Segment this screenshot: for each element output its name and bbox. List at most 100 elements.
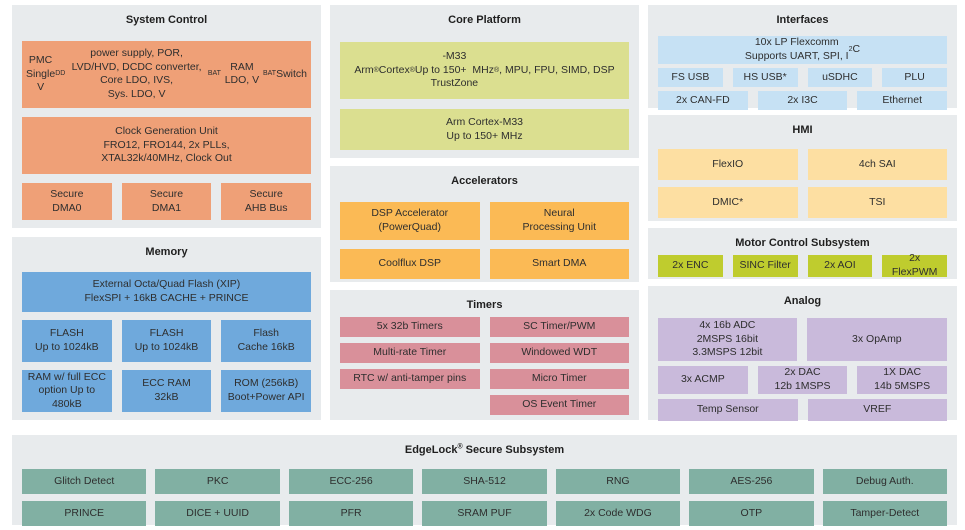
block-dac-2x: 2x DAC 12b 1MSPS xyxy=(757,366,848,394)
accelerators-title: Accelerators xyxy=(451,175,518,187)
block-rng: RNG xyxy=(555,469,681,494)
block-glitch-detect: Glitch Detect xyxy=(22,469,147,494)
block-sha-512: SHA-512 xyxy=(422,469,547,494)
block-can-fd: 2x CAN-FD xyxy=(658,91,748,110)
row-edgelock-1: Glitch Detect PKC ECC-256 SHA-512 RNG AE… xyxy=(22,469,947,494)
block-cortex-m33-secondary: Arm Cortex-M33 Up to 150+ MHz xyxy=(340,109,629,150)
block-fs-usb: FS USB xyxy=(658,68,723,87)
block-flash-1: FLASH Up to 1024kB xyxy=(22,320,112,362)
block-flexio: FlexIO xyxy=(658,149,798,180)
row-flash: FLASH Up to 1024kB FLASH Up to 1024kB Fl… xyxy=(22,320,312,362)
block-rom: ROM (256kB) Boot+Power API xyxy=(221,370,312,412)
block-sc-timer-pwm: SC Timer/PWM xyxy=(489,317,629,337)
block-powerquad: DSP Accelerator (PowerQuad) xyxy=(340,202,480,240)
panel-memory: Memory External Octa/Quad Flash (XIP) Fl… xyxy=(12,237,321,420)
block-adc: 4x 16b ADC 2MSPS 16bit 3.3MSPS 12bit xyxy=(658,318,797,361)
block-aoi: 2x AOI xyxy=(807,255,873,277)
block-ecc-ram: ECC RAM 32kB xyxy=(121,370,212,412)
hmi-title: HMI xyxy=(792,124,813,136)
block-opamp: 3x OpAmp xyxy=(806,318,947,361)
panel-motor-control: Motor Control Subsystem 2x ENC SINC Filt… xyxy=(648,228,957,279)
block-flash-2: FLASH Up to 1024kB xyxy=(121,320,212,362)
panel-accelerators: Accelerators DSP Accelerator (PowerQuad)… xyxy=(330,166,639,282)
panel-edgelock: EdgeLock® Secure Subsystem Glitch Detect… xyxy=(12,435,957,526)
block-micro-timer: Micro Timer xyxy=(489,369,629,389)
block-hs-usb: HS USB* xyxy=(732,68,798,87)
row-edgelock-2: PRINCE DICE + UUID PFR SRAM PUF 2x Code … xyxy=(22,501,947,526)
block-plu: PLU xyxy=(882,68,947,87)
edgelock-title: EdgeLock® Secure Subsystem xyxy=(404,443,565,456)
block-windowed-wdt: Windowed WDT xyxy=(489,343,629,363)
block-i3c: 2x I3C xyxy=(757,91,848,110)
block-tsi: TSI xyxy=(807,187,947,218)
analog-title: Analog xyxy=(783,295,822,307)
block-prince: PRINCE xyxy=(22,501,147,526)
row-accelerators-1: DSP Accelerator (PowerQuad) Neural Proce… xyxy=(340,202,629,240)
block-flexpwm: 2x FlexPWM xyxy=(882,252,947,278)
row-interfaces-2: 2x CAN-FD 2x I3C Ethernet xyxy=(658,91,948,110)
block-ecc-256: ECC-256 xyxy=(288,469,414,494)
block-pfr: PFR xyxy=(288,501,414,526)
block-os-event-timer: OS Event Timer xyxy=(489,395,629,415)
block-ram-ecc: RAM w/ full ECC option Up to 480kB xyxy=(22,370,112,412)
block-dice-uuid: DICE + UUID xyxy=(155,501,280,526)
block-tamper-detect: Tamper-Detect xyxy=(822,501,947,526)
block-multirate-timer: Multi-rate Timer xyxy=(340,343,480,363)
block-temp-sensor: Temp Sensor xyxy=(658,399,798,421)
block-sinc-filter: SINC Filter xyxy=(732,255,798,277)
block-npu: Neural Processing Unit xyxy=(489,202,629,240)
row-analog-3: Temp Sensor VREF xyxy=(658,399,947,421)
panel-timers: Timers 5x 32b Timers SC Timer/PWM Multi-… xyxy=(330,290,639,420)
row-hmi-2: DMIC* TSI xyxy=(658,187,947,218)
row-ram: RAM w/ full ECC option Up to 480kB ECC R… xyxy=(22,370,312,412)
block-pkc: PKC xyxy=(155,469,280,494)
row-interfaces-1: FS USB HS USB* uSDHC PLU xyxy=(658,68,947,87)
block-enc: 2x ENC xyxy=(658,255,723,277)
block-dac-1x: 1X DAC 14b 5MSPS xyxy=(857,366,948,394)
row-motor-control: 2x ENC SINC Filter 2x AOI 2x FlexPWM xyxy=(658,252,947,278)
block-aes-256: AES-256 xyxy=(689,469,814,494)
timers-title: Timers xyxy=(466,299,503,311)
row-accelerators-2: Coolflux DSP Smart DMA xyxy=(340,249,629,279)
block-secure-dma1: Secure DMA1 xyxy=(121,183,212,220)
panel-hmi: HMI FlexIO 4ch SAI DMIC* TSI xyxy=(648,115,957,221)
panel-analog: Analog 4x 16b ADC 2MSPS 16bit 3.3MSPS 12… xyxy=(648,286,957,421)
block-clock-generation: Clock Generation Unit FRO12, FRO144, 2x … xyxy=(22,116,311,174)
block-secure-dma0: Secure DMA0 xyxy=(22,183,112,220)
block-secure-ahb-bus: Secure AHB Bus xyxy=(221,183,312,220)
block-ethernet: Ethernet xyxy=(857,91,948,110)
memory-title: Memory xyxy=(145,246,188,258)
block-sram-puf: SRAM PUF xyxy=(422,501,547,526)
block-coolflux-dsp: Coolflux DSP xyxy=(340,249,480,279)
interfaces-title: Interfaces xyxy=(776,14,829,26)
block-32b-timers: 5x 32b Timers xyxy=(340,317,480,337)
timers-grid: 5x 32b Timers SC Timer/PWM Multi-rate Ti… xyxy=(340,317,629,415)
block-debug-auth: Debug Auth. xyxy=(822,469,947,494)
system-control-title: System Control xyxy=(125,14,208,26)
row-hmi-1: FlexIO 4ch SAI xyxy=(658,149,947,180)
motor-control-title: Motor Control Subsystem xyxy=(735,237,870,249)
block-rtc: RTC w/ anti-tamper pins xyxy=(340,369,480,389)
row-analog-1: 4x 16b ADC 2MSPS 16bit 3.3MSPS 12bit 3x … xyxy=(658,318,947,361)
block-smart-dma: Smart DMA xyxy=(489,249,629,279)
block-external-flash: External Octa/Quad Flash (XIP) FlexSPI +… xyxy=(22,272,311,312)
block-usdhc: uSDHC xyxy=(807,68,873,87)
block-code-wdg: 2x Code WDG xyxy=(555,501,681,526)
block-otp: OTP xyxy=(689,501,814,526)
core-platform-title: Core Platform xyxy=(448,14,521,26)
timers-empty-slot xyxy=(340,395,480,415)
block-flash-cache: Flash Cache 16kB xyxy=(221,320,312,362)
block-sai: 4ch SAI xyxy=(807,149,947,180)
block-dmic: DMIC* xyxy=(658,187,798,218)
